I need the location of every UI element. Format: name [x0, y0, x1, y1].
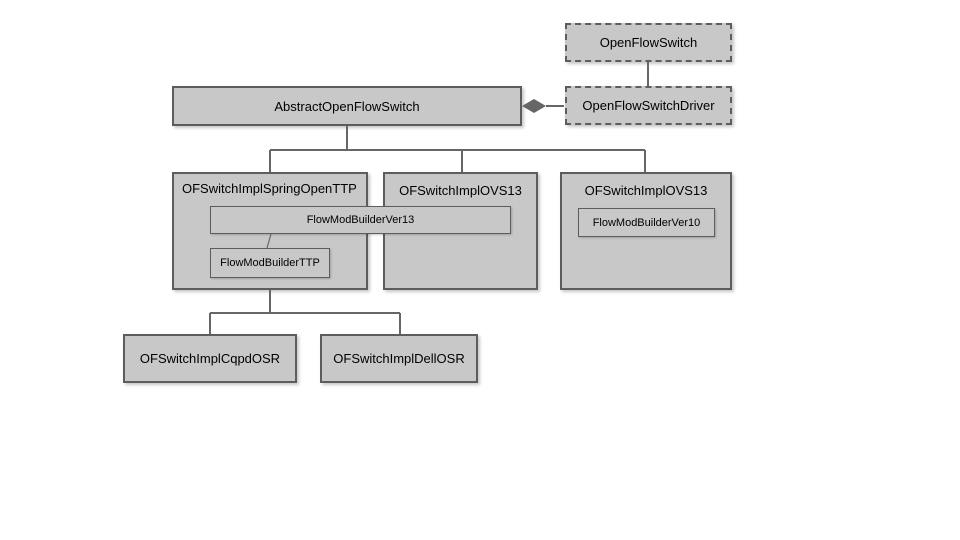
node-openflowswitchdriver: OpenFlowSwitchDriver	[565, 86, 732, 125]
node-flowmodbuilderver13: FlowModBuilderVer13	[210, 206, 511, 234]
node-dellosr: OFSwitchImplDellOSR	[320, 334, 478, 383]
node-abstractopenflowswitch-label: AbstractOpenFlowSwitch	[274, 98, 420, 114]
node-cqpdosr: OFSwitchImplCqpdOSR	[123, 334, 297, 383]
node-flowmodbuilderver10-label: FlowModBuilderVer10	[592, 216, 701, 229]
node-openflowswitchdriver-label: OpenFlowSwitchDriver	[582, 98, 715, 113]
node-flowmodbuilderttp-label: FlowModBuilderTTP	[220, 257, 320, 269]
node-abstractopenflowswitch: AbstractOpenFlowSwitch	[172, 86, 522, 126]
node-dellosr-label: OFSwitchImplDellOSR	[333, 351, 465, 366]
aggregation-diamond-icon	[522, 99, 546, 113]
node-springopenttp-label: OFSwitchImplSpringOpenTTP	[182, 181, 357, 196]
node-flowmodbuilderttp: FlowModBuilderTTP	[210, 248, 330, 278]
node-ovs13-middle-label: OFSwitchImplOVS13	[399, 183, 522, 198]
node-openflowswitch: OpenFlowSwitch	[565, 23, 732, 62]
node-ovs13-right-label: OFSwitchImplOVS13	[584, 183, 708, 198]
node-flowmodbuilderver10: FlowModBuilderVer10	[578, 208, 715, 237]
node-cqpdosr-label: OFSwitchImplCqpdOSR	[139, 351, 281, 366]
node-flowmodbuilderver13-label: FlowModBuilderVer13	[306, 214, 415, 226]
node-openflowswitch-label: OpenFlowSwitch	[599, 35, 698, 50]
